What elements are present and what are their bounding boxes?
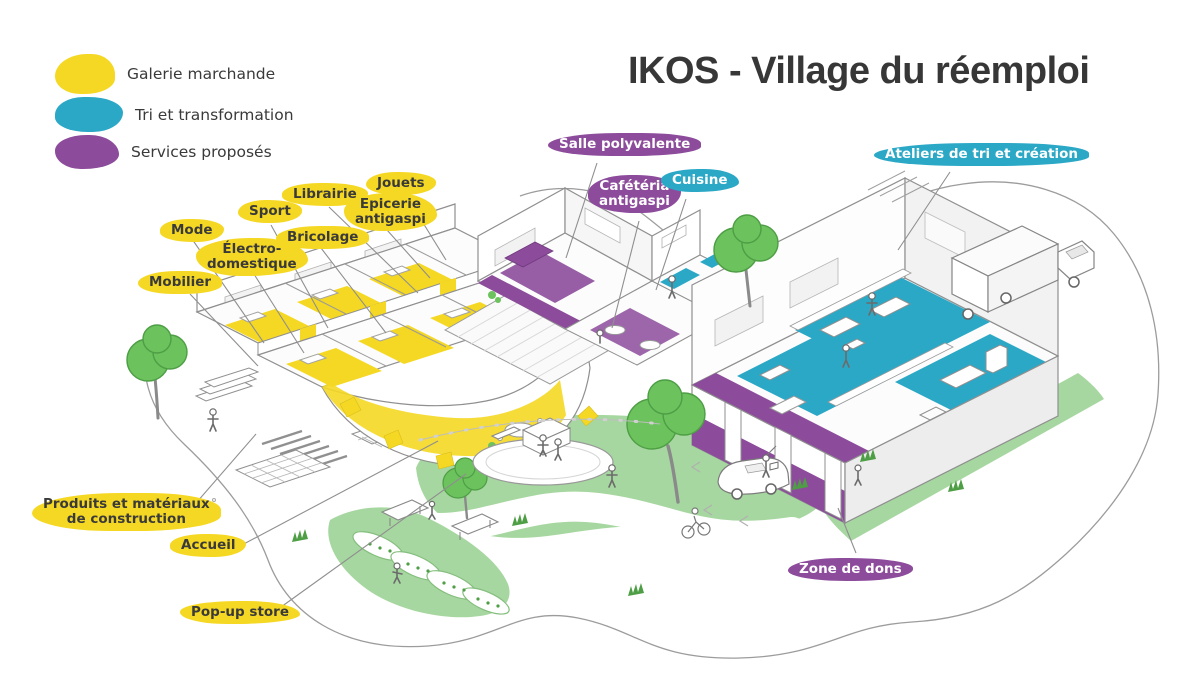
legend-item-services-proposes: Services proposés [55, 135, 294, 169]
map-label-cuisine: Cuisine [661, 169, 739, 193]
legend-label: Galerie marchande [127, 65, 276, 83]
map-label-salle-polyvalente: Salle polyvalente [548, 133, 702, 157]
legend-item-galerie-marchande: Galerie marchande [55, 54, 294, 94]
legend-swatch-yellow-icon [55, 54, 115, 94]
tree [126, 324, 188, 420]
leader-lines [189, 162, 951, 608]
legend: Galerie marchande Tri et transformation … [55, 54, 294, 172]
map-label-librairie: Librairie [282, 183, 368, 207]
map-label-zone-de-dons: Zone de dons [788, 558, 913, 582]
truck [950, 225, 1095, 320]
legend-label: Tri et transformation [135, 105, 294, 124]
courtyard [380, 417, 662, 540]
map-label-bricolage: Bricolage [276, 226, 370, 250]
map-label-electro-domestique: Électro-domestique [196, 238, 308, 277]
map-label-jouets: Jouets [366, 172, 436, 196]
tree [713, 214, 779, 308]
map-label-ateliers-tri-creation: Ateliers de tri et création [874, 143, 1090, 167]
galerie-marchande-building [195, 203, 599, 476]
materials-zone [194, 367, 410, 511]
map-label-sport: Sport [238, 200, 302, 224]
people [207, 275, 878, 584]
page-title: IKOS - Village du réemploi [628, 50, 1090, 92]
grass-tufts [292, 449, 964, 596]
map-label-mode: Mode [160, 219, 224, 243]
legend-label: Services proposés [131, 143, 272, 161]
trees [126, 214, 964, 596]
picnic-tables [380, 426, 522, 540]
map-label-accueil: Accueil [170, 534, 247, 558]
map-label-popup-store: Pop-up store [180, 601, 300, 625]
cyclist [681, 507, 711, 539]
legend-item-tri-transformation: Tri et transformation [55, 97, 294, 132]
map-label-mobilier: Mobilier [138, 271, 223, 295]
legend-swatch-teal-icon [55, 97, 123, 132]
legend-swatch-purple-icon [55, 135, 119, 169]
garden-sprouts [368, 542, 500, 608]
